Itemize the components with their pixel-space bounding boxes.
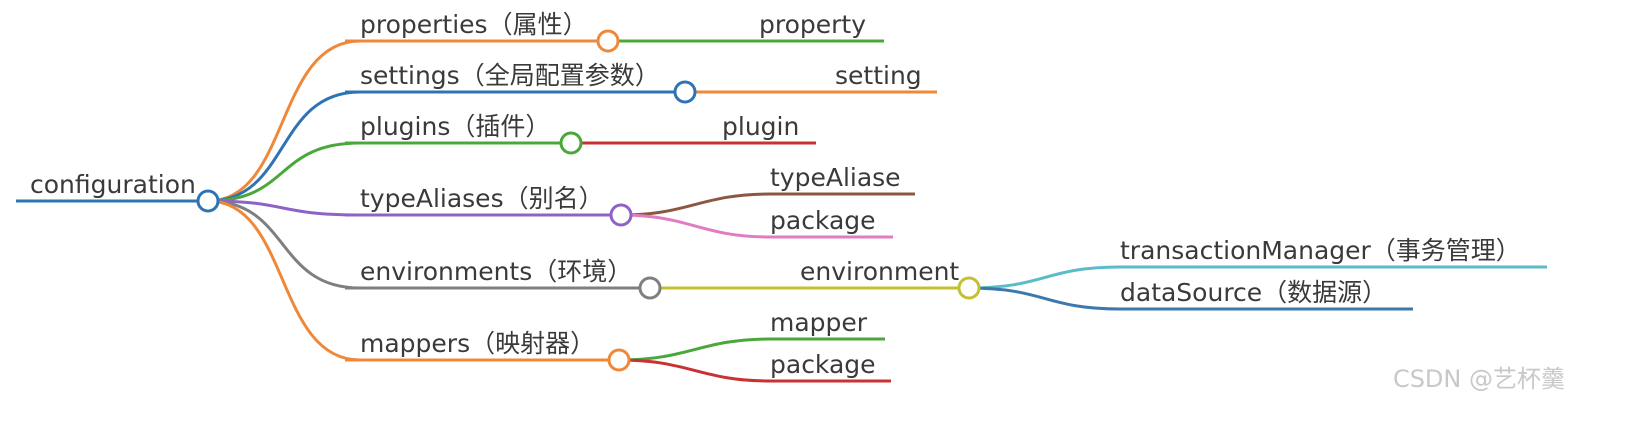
branch-label: properties（属性）: [360, 10, 588, 39]
properties-collapse-knob[interactable]: [596, 29, 620, 53]
edge-properties: [207, 39, 361, 203]
child-label: plugin: [722, 112, 799, 141]
settings-collapse-knob[interactable]: [673, 80, 697, 104]
environment-collapse-knob[interactable]: [957, 276, 981, 300]
branch-label: mappers（映射器）: [360, 329, 595, 358]
edge-mappers: [207, 199, 361, 362]
child-label: typeAliase: [770, 163, 901, 192]
branch-settings: settings（全局配置参数） setting: [345, 61, 937, 94]
plugins-collapse-knob[interactable]: [559, 131, 583, 155]
mappers-collapse-knob[interactable]: [607, 348, 631, 372]
edge-package: [618, 358, 771, 383]
edge-transaction-manager: [968, 265, 1121, 290]
branch-properties: properties（属性） property: [345, 10, 884, 43]
child-label: setting: [835, 61, 922, 90]
grandchild-label: transactionManager（事务管理）: [1120, 236, 1521, 265]
grandchild-label: dataSource（数据源）: [1120, 278, 1387, 307]
child-label: package: [770, 206, 876, 235]
environments-collapse-knob[interactable]: [638, 276, 662, 300]
branch-label: plugins（插件）: [360, 112, 550, 141]
watermark: CSDN @艺杯羹: [1393, 365, 1565, 393]
typealiases-collapse-knob[interactable]: [609, 203, 633, 227]
edge-typealiases: [207, 199, 361, 217]
child-label: package: [770, 350, 876, 379]
branch-label: environments（环境）: [360, 257, 632, 286]
child-label: environment: [800, 257, 959, 286]
branch-typealiases: typeAliases（别名） typeAliase package: [345, 163, 915, 239]
branch-plugins: plugins（插件） plugin: [345, 112, 816, 145]
branch-label: typeAliases（别名）: [360, 184, 604, 213]
child-label: property: [759, 10, 866, 39]
branch-label: settings（全局配置参数）: [360, 61, 660, 90]
root-node: configuration: [16, 170, 208, 203]
root-collapse-knob[interactable]: [196, 189, 220, 213]
child-label: mapper: [770, 308, 868, 337]
edge-typealiase: [620, 192, 771, 217]
edge-settings: [207, 90, 361, 203]
edge-mapper: [618, 337, 771, 362]
edge-package: [620, 213, 771, 239]
branch-mappers: mappers（映射器） mapper package: [345, 308, 891, 383]
edge-plugins: [207, 141, 361, 203]
root-label: configuration: [30, 170, 196, 199]
edge-environments: [207, 199, 361, 290]
branch-environments: environments（环境） environment transaction…: [345, 236, 1547, 311]
edge-datasource: [968, 286, 1121, 311]
